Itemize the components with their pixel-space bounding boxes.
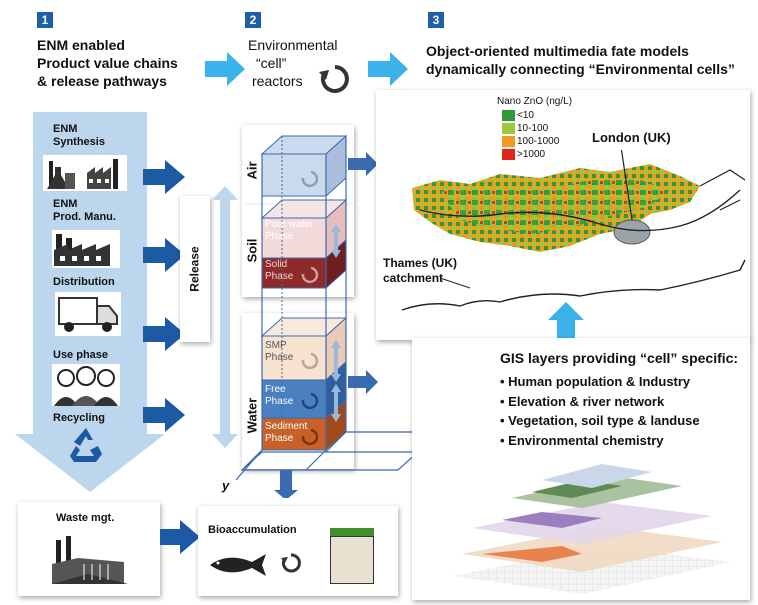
truck-icon bbox=[55, 292, 121, 336]
release-arrow bbox=[143, 238, 185, 272]
axis-y-label: y bbox=[222, 478, 230, 493]
step-1-title-line: Product value chains bbox=[37, 55, 178, 71]
step-1-title-line: ENM enabled bbox=[37, 37, 125, 53]
legend-title: Nano ZnO (ng/L) bbox=[497, 96, 573, 107]
phase-pore-water-label: Pore water Phase bbox=[265, 219, 314, 242]
gis-list: • Human population & Industry • Elevatio… bbox=[500, 372, 700, 450]
thames-label: Thames (UK) catchment bbox=[383, 256, 458, 285]
gis-item-text: Vegetation, soil type & landuse bbox=[508, 413, 700, 428]
gis-item-text: Environmental chemistry bbox=[508, 432, 664, 448]
legend-label: <10 bbox=[517, 110, 534, 121]
gis-item-text: Human population & Industry bbox=[508, 374, 691, 389]
arrow-step1-to-step2 bbox=[205, 52, 245, 86]
chain-manufacturing-label: ENM Prod. Manu. bbox=[53, 198, 116, 223]
gis-item: • Human population & Industry bbox=[500, 374, 691, 389]
gis-title: GIS layers providing “cell” specific: bbox=[500, 350, 739, 366]
thames-catchment-map bbox=[401, 150, 746, 311]
gis-item: • Vegetation, soil type & landuse bbox=[500, 413, 700, 428]
step-2-title-line: reactors bbox=[252, 73, 303, 89]
chain-use-phase-label: Use phase bbox=[53, 349, 109, 361]
phase-smp-label: SMP Phase bbox=[265, 340, 294, 363]
legend-swatch bbox=[502, 136, 515, 147]
step-3-number: 3 bbox=[428, 12, 444, 28]
legend-swatch bbox=[502, 123, 515, 134]
step-3-title: Object-oriented multimedia fate models d… bbox=[426, 42, 735, 78]
gis-item: • Environmental chemistry bbox=[500, 432, 664, 448]
london-label: London (UK) bbox=[592, 130, 671, 145]
chain-distribution-label: Distribution bbox=[53, 276, 115, 288]
release-arrow bbox=[143, 160, 185, 194]
step-3-title-line: Object-oriented multimedia fate models bbox=[426, 43, 689, 59]
cycle-icon bbox=[319, 65, 349, 93]
step-2-title-line: Environmental bbox=[248, 37, 338, 53]
phase-free-label: Free Phase bbox=[265, 384, 294, 407]
step-3-title-line: dynamically connecting “Environmental ce… bbox=[426, 61, 735, 77]
chain-waste-label: Waste mgt. bbox=[56, 512, 115, 524]
step-2-number: 2 bbox=[245, 12, 261, 28]
factory-icon bbox=[52, 230, 120, 268]
waste-to-bioaccumulation-arrow bbox=[160, 520, 200, 554]
lab-factory-icon bbox=[43, 155, 127, 191]
gis-panel: GIS layers providing “cell” specific: • … bbox=[412, 338, 750, 600]
chain-synthesis-label: ENM Synthesis bbox=[53, 123, 105, 148]
bioaccumulation-label: Bioaccumulation bbox=[208, 524, 297, 536]
arrow-step2-to-step3 bbox=[368, 52, 408, 86]
vertical-exchange-arrow bbox=[212, 186, 238, 448]
reactor-diagram bbox=[235, 134, 446, 498]
phase-solid-label: Solid Phase bbox=[265, 259, 294, 282]
legend-label: 100-1000 bbox=[517, 136, 560, 147]
release-arrow bbox=[143, 317, 185, 351]
cycle-icon bbox=[281, 553, 301, 573]
legend-label: 10-100 bbox=[517, 123, 549, 134]
waste-panel: Waste mgt. bbox=[18, 502, 160, 596]
step-2-title-line: “cell” bbox=[256, 55, 287, 71]
gis-item: • Elevation & river network bbox=[500, 393, 665, 409]
release-arrow bbox=[143, 398, 185, 432]
people-icon bbox=[52, 364, 120, 406]
legend-swatch bbox=[502, 149, 515, 160]
fish-icon bbox=[210, 554, 266, 576]
release-bar: Release bbox=[180, 196, 210, 342]
phase-sediment-label: Sediment Phase bbox=[265, 421, 308, 444]
waste-plant-icon bbox=[52, 536, 128, 584]
legend-label: >1000 bbox=[517, 149, 546, 160]
legend-swatch bbox=[502, 110, 515, 121]
gis-up-arrow bbox=[548, 302, 584, 342]
step-1-number: 1 bbox=[37, 12, 53, 28]
recycling-icon bbox=[70, 428, 102, 462]
chain-recycling-label: Recycling bbox=[53, 412, 105, 424]
step-1-title: ENM enabled Product value chains & relea… bbox=[37, 36, 178, 90]
soil-core-icon bbox=[330, 528, 374, 584]
bioaccumulation-panel: Bioaccumulation bbox=[198, 506, 398, 596]
gis-item-text: Elevation & river network bbox=[508, 393, 665, 409]
step-1-title-line: & release pathways bbox=[37, 73, 167, 89]
gis-layer-stack bbox=[452, 464, 732, 594]
step-2-title: Environmental “cell” reactors bbox=[248, 36, 338, 90]
